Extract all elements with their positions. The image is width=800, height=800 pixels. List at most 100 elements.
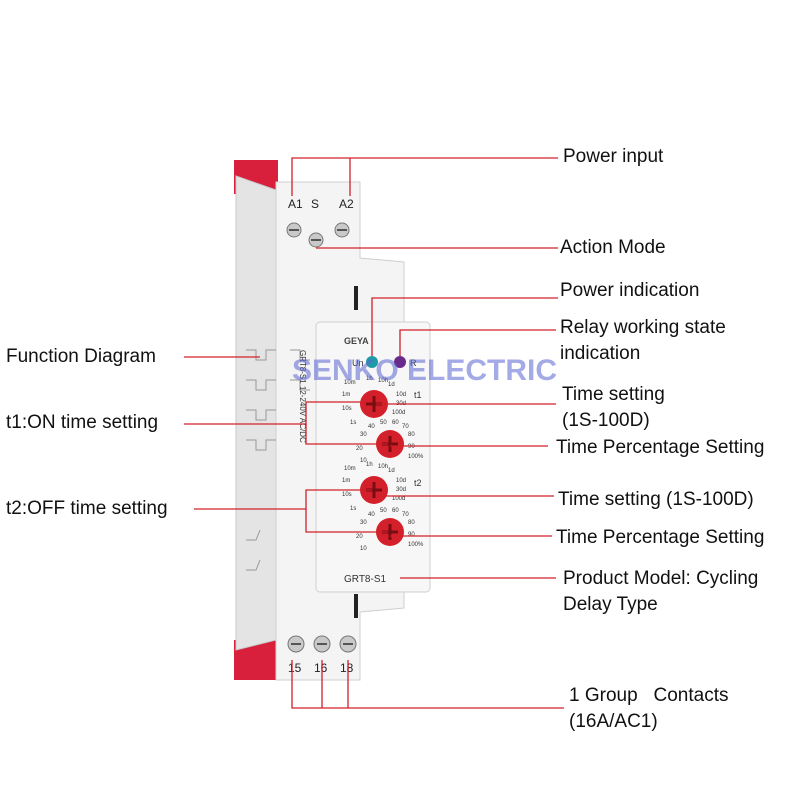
callout-action-mode: Action Mode	[560, 235, 666, 261]
callout-text: t1:ON time setting	[6, 412, 159, 433]
range-scale-label: 1h	[366, 376, 373, 382]
callout-t1-on: t1:ON time setting	[6, 410, 158, 436]
leader-relay-state	[399, 329, 556, 356]
callout-t2-off: t2:OFF time setting	[6, 496, 168, 522]
percent-scale-label: 70	[402, 424, 409, 430]
range-scale-label: 100d	[392, 496, 405, 502]
range-scale-label: 10h	[378, 464, 388, 470]
terminal-label-A1: A1	[288, 197, 303, 211]
callout-time-setting-2: Time setting (1S-100D)	[558, 487, 754, 513]
led-label-un: Un	[352, 358, 364, 368]
percent-scale-label: 50	[380, 508, 387, 514]
callout-text: Time Percentage Setting	[556, 437, 765, 458]
range-scale-label: 10s	[342, 406, 352, 412]
percent-scale-label: 20	[356, 446, 363, 452]
led-label-r: R	[410, 358, 417, 368]
range-scale-label: 1d	[388, 382, 395, 388]
dial-t2-range[interactable]	[360, 476, 388, 504]
top-slot	[354, 286, 358, 310]
percent-scale-label: 70	[402, 512, 409, 518]
terminal-label-16: 16	[314, 661, 328, 675]
percent-scale-label: 10	[360, 546, 367, 552]
range-scale-label: 1h	[366, 462, 373, 468]
percent-scale-label: 30	[360, 432, 367, 438]
callout-relay-state: Relay working state indication	[560, 315, 726, 367]
percent-scale-label: 100%	[408, 454, 424, 460]
range-scale-label: 10h	[378, 378, 388, 384]
brand-logo: GEYA	[344, 336, 369, 346]
callout-text: Time setting (1S-100D)	[558, 489, 754, 510]
leader-t2-off-b	[305, 509, 388, 533]
callout-text: Time Percentage Setting	[556, 527, 765, 548]
function-diagram-sketch	[246, 349, 310, 571]
callout-time-setting-1: Time setting (1S-100D)	[562, 382, 665, 434]
percent-scale-label: 30	[360, 520, 367, 526]
leader-power-input	[291, 157, 558, 196]
percent-scale-label: 80	[408, 520, 415, 526]
percent-scale-label: 50	[380, 420, 387, 426]
callout-text: Time setting	[562, 384, 665, 405]
percent-scale-label: 90	[408, 444, 415, 450]
range-scale-label: 1m	[342, 392, 350, 398]
callout-text: t2:OFF time setting	[6, 498, 168, 519]
leader-contacts	[291, 660, 564, 709]
callout-text: (16A/AC1)	[569, 711, 658, 732]
range-scale-label: 100d	[392, 410, 405, 416]
side-model-text: GRT8-S1 12-240V AC/DC	[298, 350, 307, 443]
range-scale-label: 10m	[344, 380, 356, 386]
relay-led	[394, 356, 406, 368]
range-scale-label: 10d	[396, 392, 406, 398]
percent-scale-label: 40	[368, 512, 375, 518]
power-led	[366, 356, 378, 368]
dial-label-t1: t1	[414, 390, 422, 400]
percent-scale-label: 20	[356, 534, 363, 540]
callout-text: (1S-100D)	[562, 410, 650, 431]
watermark: SENKO ELECTRIC	[292, 354, 557, 387]
percent-scale-label: 100%	[408, 542, 424, 548]
dial-label-t2: t2	[414, 478, 422, 488]
dial-t1-range[interactable]	[360, 390, 388, 418]
leader-power-indication	[371, 297, 558, 356]
callout-text: Delay Type	[563, 594, 658, 615]
range-scale-label: 1s	[350, 420, 356, 426]
leader-t1-on	[184, 401, 372, 425]
callout-text: Product Model: Cycling	[563, 568, 759, 589]
percent-scale-label: 40	[368, 424, 375, 430]
top-screws	[286, 222, 350, 248]
callout-text: Relay working state	[560, 317, 726, 338]
callout-text: indication	[560, 343, 641, 364]
range-scale-label: 1s	[350, 506, 356, 512]
terminal-label-15: 15	[288, 661, 302, 675]
percent-scale-label: 90	[408, 532, 415, 538]
range-scale-label: 1m	[342, 478, 350, 484]
terminal-label-S: S	[311, 197, 319, 211]
range-scale-label: 30d	[396, 487, 406, 493]
range-scale-label: 10m	[344, 466, 356, 472]
range-scale-label: 1d	[388, 468, 395, 474]
callout-power-input: Power input	[563, 144, 663, 170]
callout-power-indication: Power indication	[560, 278, 699, 304]
leader-t2-off	[194, 489, 372, 510]
percent-scale-label: 60	[392, 420, 399, 426]
percent-scale-label: 80	[408, 432, 415, 438]
callout-time-percentage-2: Time Percentage Setting	[556, 525, 764, 551]
percent-scale-label: 60	[392, 508, 399, 514]
callout-text: Power indication	[560, 280, 700, 301]
callout-text: Power input	[563, 146, 664, 167]
leader-t1-on-b	[305, 424, 388, 445]
bottom-slot	[354, 594, 358, 618]
callout-text: Action Mode	[560, 237, 666, 258]
callout-contacts: 1 Group Contacts (16A/AC1)	[569, 683, 728, 735]
callout-text: Function Diagram	[6, 346, 156, 367]
range-scale-label: 10s	[342, 492, 352, 498]
bottom-screws	[287, 635, 357, 653]
terminal-label-18: 18	[340, 661, 354, 675]
callout-text: 1 Group Contacts	[569, 685, 729, 706]
percent-scale-label: 10	[360, 458, 367, 464]
callout-function-diagram: Function Diagram	[6, 344, 156, 370]
callout-time-percentage-1: Time Percentage Setting	[556, 435, 764, 461]
model-label: GRT8-S1	[344, 574, 386, 585]
